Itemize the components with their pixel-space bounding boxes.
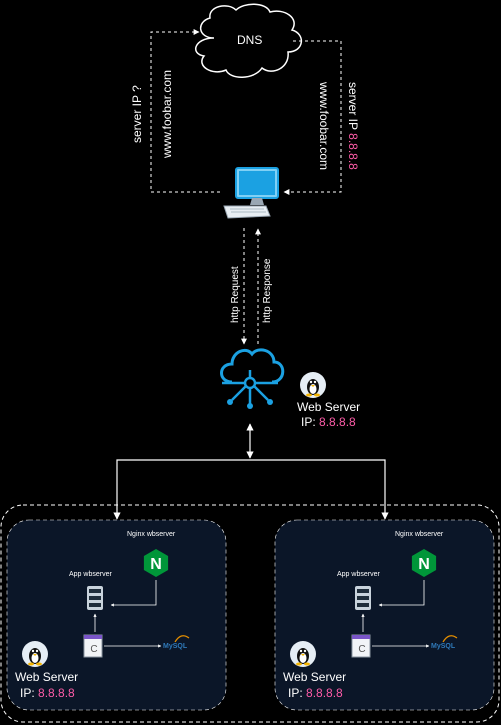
code-file-icon: C [351, 634, 371, 658]
app-server-icon [87, 586, 103, 610]
domain-left-label: www.foobar.com [160, 69, 174, 158]
code-file-icon: C [83, 634, 103, 658]
server-panel-1 [6, 519, 227, 711]
svg-text:C: C [90, 644, 97, 655]
client-computer-icon [223, 167, 279, 219]
dns-cloud-icon [194, 3, 302, 78]
load-balancer-icon [220, 348, 285, 409]
nginx-icon: N [143, 549, 169, 577]
server-1-nginx-label: Nginx wbserver [127, 531, 176, 538]
lb-to-servers-edge [113, 423, 389, 520]
app-server-icon [355, 586, 371, 610]
lb-ip: IP: 8.8.8.8 [301, 415, 356, 429]
server-ip-answer-label: server IP 8.8.8.8 [346, 82, 360, 170]
server-2-title: Web Server [283, 670, 347, 684]
nginx-to-app-edge [378, 580, 425, 607]
linux-icon [22, 641, 48, 667]
server-cluster-boundary [0, 504, 500, 723]
server-2-components: N C MySQL [290, 549, 458, 667]
svg-text:MySQL: MySQL [431, 643, 456, 650]
linux-icon [300, 372, 326, 398]
dns-answer-edge [283, 40, 342, 195]
server-2-app-label: App wbserver [337, 571, 380, 578]
nginx-to-app-edge [110, 580, 157, 607]
dns-query-edge [150, 29, 220, 193]
server-2-nginx-label: Nginx wbserver [395, 531, 444, 538]
http-request-label: http Request [230, 266, 241, 323]
domain-right-label: www.foobar.com [317, 82, 331, 171]
http-response-label: http Response [262, 258, 273, 324]
lb-title: Web Server [297, 400, 361, 414]
dns-label: DNS [237, 33, 263, 47]
server-panel-2 [274, 519, 495, 711]
mysql-icon: MySQL [163, 635, 190, 650]
mysql-icon: MySQL [431, 635, 458, 650]
svg-text:MySQL: MySQL [163, 643, 188, 650]
server-1-components: N C MySQL [22, 549, 190, 667]
linux-icon [290, 641, 316, 667]
nginx-icon: N [411, 549, 437, 577]
server-ip-question-label: server IP ? [130, 85, 144, 143]
server-2-ip: IP: 8.8.8.8 [288, 686, 343, 700]
server-1-title: Web Server [15, 670, 79, 684]
svg-text:N: N [418, 556, 430, 573]
server-1-app-label: App wbserver [69, 571, 112, 578]
svg-text:N: N [150, 556, 162, 573]
server-1-ip: IP: 8.8.8.8 [20, 686, 75, 700]
svg-text:C: C [358, 644, 365, 655]
